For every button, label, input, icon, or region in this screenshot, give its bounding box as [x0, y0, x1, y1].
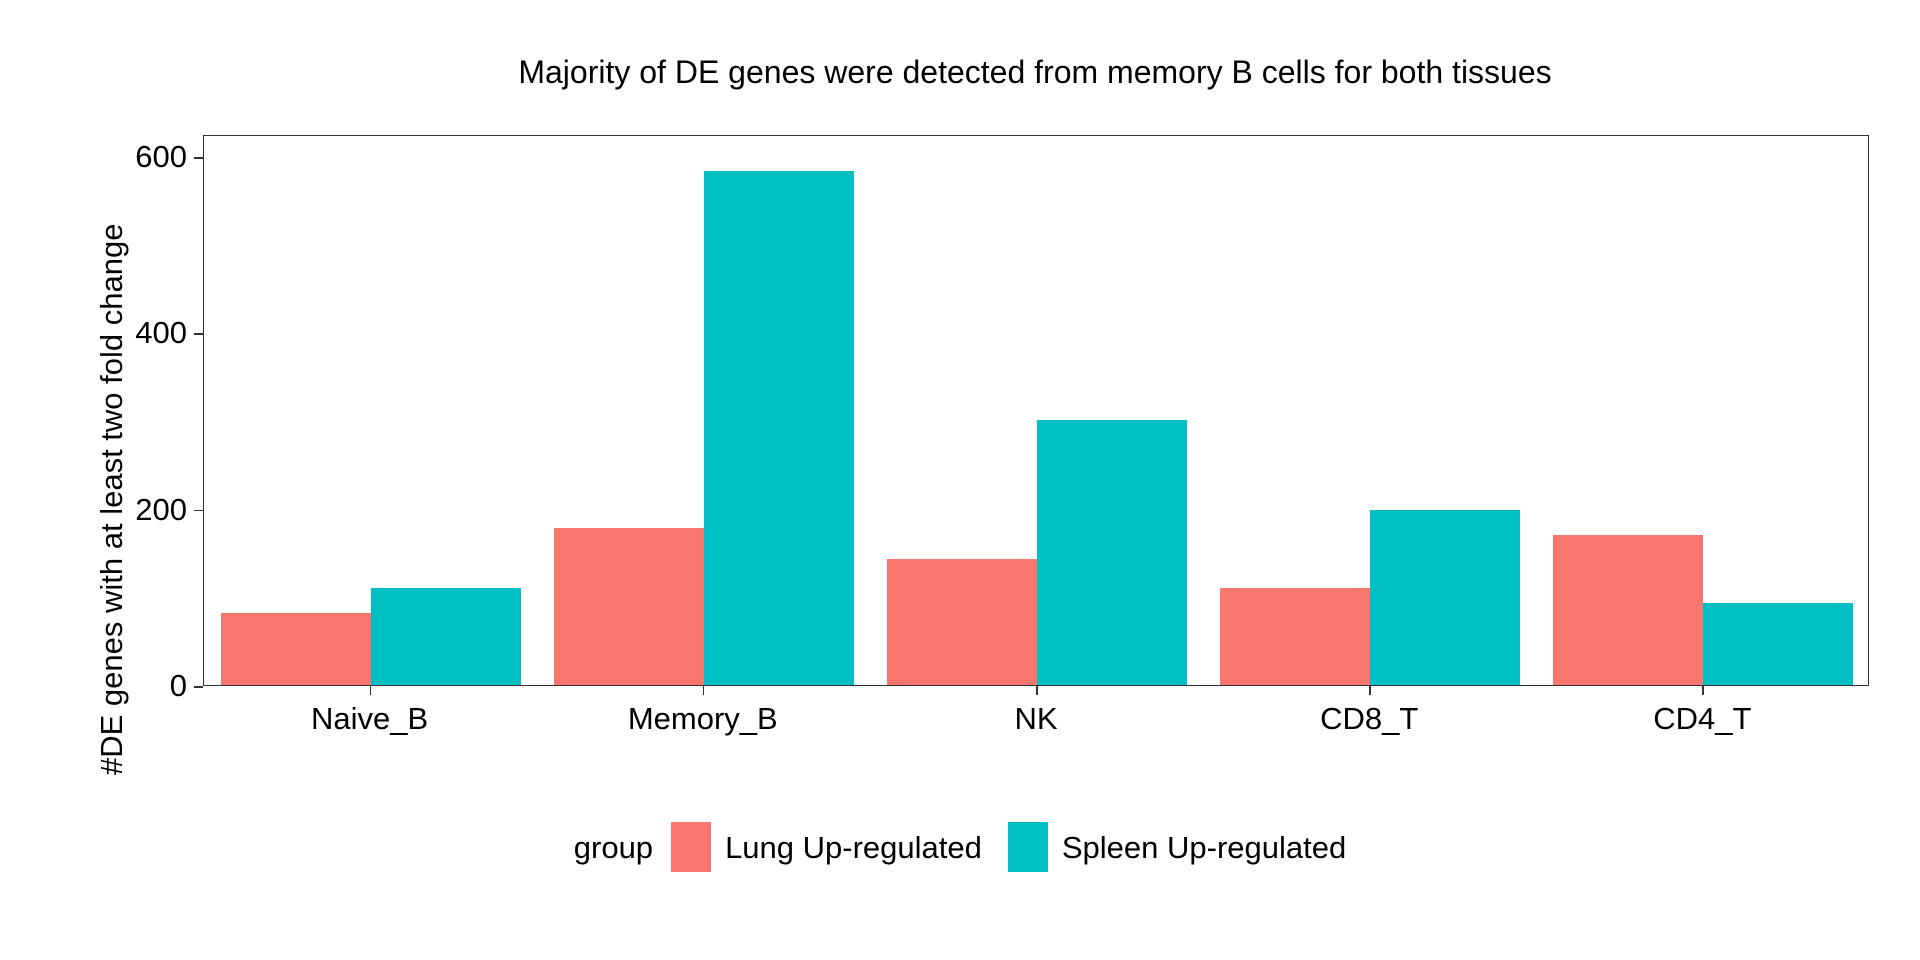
bar	[370, 588, 521, 685]
x-tick-mark	[1369, 686, 1371, 695]
chart-title: Majority of DE genes were detected from …	[518, 54, 1552, 90]
bar	[1220, 588, 1371, 685]
legend-color-swatch	[671, 822, 712, 872]
y-tick-mark	[194, 333, 203, 335]
bar	[553, 528, 704, 685]
plot-panel	[203, 135, 1869, 686]
bar	[703, 171, 854, 685]
plot-area	[204, 136, 1868, 685]
x-tick-mark	[1036, 686, 1038, 695]
x-tick-mark	[1702, 686, 1704, 695]
x-tick-mark	[369, 686, 372, 695]
legend-label: Spleen Up-regulated	[1061, 829, 1347, 865]
y-tick-label: 600	[135, 139, 187, 175]
legend-entries: Lung Up-regulated Spleen Up-regulated	[671, 822, 1346, 872]
y-tick-mark	[194, 509, 203, 512]
x-tick-label: NK	[1014, 701, 1058, 736]
x-tick-label: CD8_T	[1320, 701, 1419, 736]
x-tick-mark	[702, 686, 705, 695]
legend-entry[interactable]: Lung Up-regulated	[671, 822, 982, 872]
y-tick-label: 400	[135, 315, 187, 351]
bar	[887, 558, 1037, 685]
y-tick-mark	[194, 686, 203, 688]
legend-color-swatch	[1007, 822, 1048, 872]
x-tick-label: Naive_B	[311, 701, 429, 736]
x-tick-label: Memory_B	[627, 701, 778, 736]
y-tick-label: 0	[169, 668, 187, 703]
y-tick-label: 200	[135, 491, 187, 527]
x-tick-label: CD4_T	[1653, 701, 1752, 736]
bar	[220, 612, 371, 685]
chart-legend: group Lung Up-regulated Spleen Up-regulat…	[0, 812, 1920, 882]
bar	[1370, 509, 1521, 685]
bar	[1703, 603, 1854, 685]
legend-label: Lung Up-regulated	[725, 829, 982, 865]
bar	[1553, 535, 1704, 685]
legend-title: group	[573, 829, 654, 865]
legend-entry[interactable]: Spleen Up-regulated	[1007, 822, 1347, 872]
bar	[1037, 419, 1187, 685]
y-tick-mark	[194, 157, 203, 159]
